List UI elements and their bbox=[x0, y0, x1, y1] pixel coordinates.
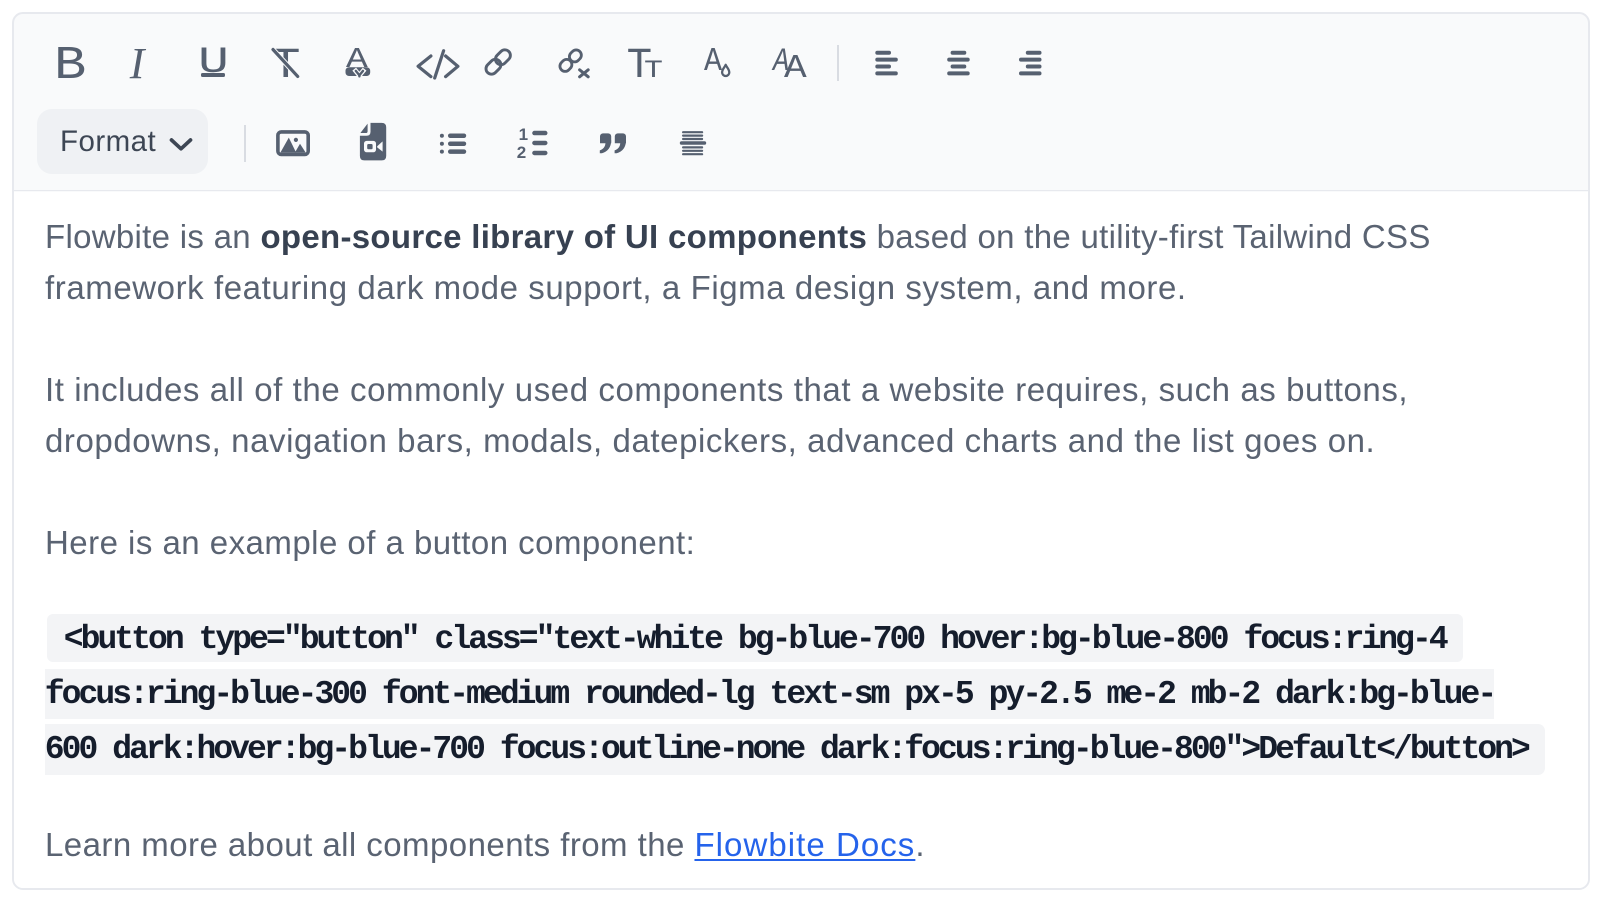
svg-text:2: 2 bbox=[517, 143, 526, 162]
svg-text:1: 1 bbox=[519, 125, 528, 144]
